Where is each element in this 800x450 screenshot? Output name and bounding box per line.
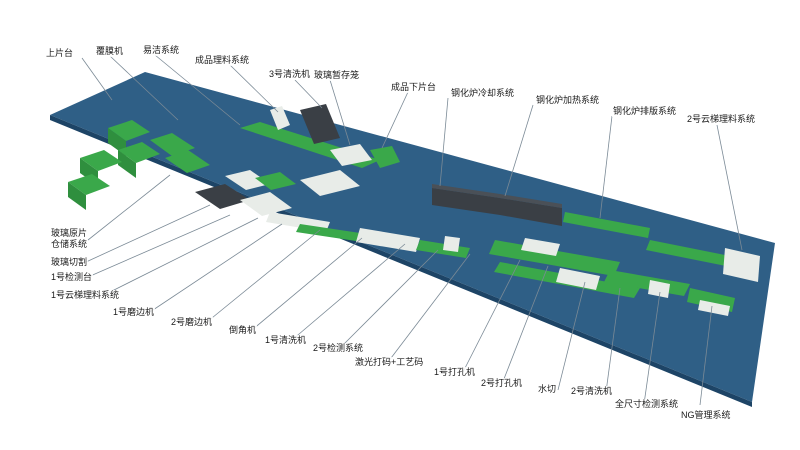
label-laser-marking: 激光打码+工艺码 (354, 357, 425, 368)
label-upper-loading-table: 上片台 (45, 48, 75, 59)
label-finished-sorting-system: 成品理料系统 (194, 55, 251, 66)
label-raw-glass-line1: 玻璃原片 (51, 228, 88, 238)
label-glass-cutting: 玻璃切割 (50, 257, 89, 268)
label-edging-machine-1: 1号磨边机 (112, 307, 156, 318)
label-furnace-cooling-system: 钢化炉冷却系统 (450, 88, 516, 99)
main-processing-line (266, 212, 470, 258)
label-ladder-sorting-2: 2号云梯理料系统 (686, 114, 757, 125)
label-water-jet: 水切 (537, 384, 558, 395)
label-furnace-heating-system: 钢化炉加热系统 (535, 95, 601, 106)
label-drilling-machine-1: 1号打孔机 (433, 367, 477, 378)
label-washer-3: 3号清洗机 (268, 69, 312, 80)
label-raw-glass-storage: 玻璃原片 仓储系统 (50, 228, 92, 250)
right-end-equipment (646, 240, 760, 316)
upper-return-line (240, 104, 400, 196)
raw-glass-storage-racks (68, 120, 210, 210)
label-chamfering-machine: 倒角机 (228, 325, 258, 336)
label-inspection-system-2: 2号检测系统 (312, 343, 365, 354)
label-furnace-layout-system: 钢化炉排版系统 (612, 106, 678, 117)
label-edging-machine-2: 2号磨边机 (170, 317, 214, 328)
lower-processing-line (489, 238, 690, 298)
label-laminating-machine: 覆膜机 (95, 46, 125, 57)
cutting-area (195, 170, 296, 216)
label-washer-1: 1号清洗机 (264, 335, 308, 346)
label-washer-2: 2号清洗机 (570, 386, 614, 397)
label-ng-management: NG管理系统 (680, 410, 732, 421)
label-full-size-inspection: 全尺寸检测系统 (614, 399, 680, 410)
leader-lines (81, 54, 743, 406)
label-inspection-table-1: 1号检测台 (50, 272, 94, 283)
label-easy-clean-system: 易洁系统 (142, 45, 181, 56)
label-ladder-sorting-1: 1号云梯理料系统 (50, 290, 121, 301)
label-glass-buffer-cage: 玻璃暂存笼 (313, 70, 361, 81)
tempering-furnace (432, 184, 650, 238)
label-finished-unloading-table: 成品下片台 (390, 82, 438, 93)
label-raw-glass-line2: 仓储系统 (51, 239, 88, 249)
label-drilling-machine-2: 2号打孔机 (480, 378, 524, 389)
